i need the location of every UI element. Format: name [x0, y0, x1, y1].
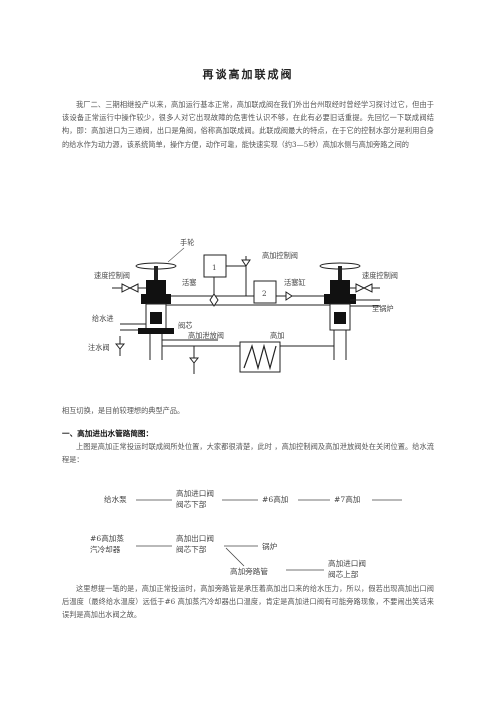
flow-cooler-line1: #6高加蒸	[90, 533, 124, 543]
label-handwheel: 手轮	[180, 238, 194, 247]
flow-cooler-line2: 汽冷却器	[90, 544, 121, 554]
flow-chart: 给水泵 高加进口阀 阀芯下部 #6高加 #7高加 #6高加蒸 汽冷却器 高加出口…	[90, 488, 402, 579]
hp-heater-box	[239, 341, 281, 373]
closing-paragraph: 这里想提一笔的是，高加正常投运时，高加旁路管是承压着高加出口来的给水压力，所以，…	[62, 584, 434, 620]
hp-drain-valve-icon	[188, 357, 200, 364]
flow-inlet-valve-line2: 阀芯下部	[176, 499, 207, 509]
section-heading-1: 一、高加进出水管路简图：	[62, 429, 154, 438]
flow-pump: 给水泵	[104, 494, 127, 504]
flow-intro-paragraph: 上图是高加正常投运时联成阀所处位置，大家都很清楚，此时 ，高加控制阀及高加泄放阀…	[62, 442, 434, 465]
label-piston-cylinder: 活塞缸	[284, 278, 306, 287]
page-title: 再谈高加联成阀	[202, 68, 294, 81]
label-piston: 活塞	[182, 278, 196, 287]
flow-bypass: 高加旁路管	[230, 566, 268, 576]
box-2	[253, 280, 277, 304]
label-hp-control-valve: 高加控制阀	[262, 251, 298, 260]
flow-outlet-valve-line2: 阀芯下部	[176, 544, 207, 554]
label-box-1: 1	[212, 263, 217, 272]
flow-outlet-valve-line1: 高加出口阀	[176, 533, 214, 543]
left-valve	[112, 262, 218, 360]
label-hp-drain-valve: 高加泄放阀	[188, 331, 224, 340]
right-valve	[319, 262, 380, 360]
intro-paragraph: 我厂二、三期相继投产以来，高加运行基本正常，高加联成阀在我们外出台州取经时曾经学…	[62, 100, 434, 149]
label-hp-heater: 高加	[270, 331, 284, 340]
flow-inlet-valve-line1: 高加进口阀	[176, 488, 214, 498]
flow-inlet-upper-line2: 阀芯上部	[328, 569, 359, 579]
label-speed-control-left: 速度控制阀	[94, 271, 130, 280]
after-diagram-paragraph: 相互切换，是目前较理想的典型产品。	[62, 406, 185, 415]
hp-control-valve-icon	[241, 259, 251, 267]
label-valve-core: 阀芯	[178, 321, 192, 330]
label-box-2: 2	[262, 289, 267, 298]
label-speed-control-right: 速度控制阀	[362, 271, 398, 280]
label-feedwater-in: 给水进	[92, 314, 114, 323]
flow-hp7: #7高加	[334, 494, 360, 504]
flow-boiler: 锅炉	[262, 541, 278, 551]
water-fill-valve-icon	[114, 343, 126, 350]
flow-hp6: #6高加	[262, 494, 288, 504]
flow-inlet-upper-line1: 高加进口阀	[328, 558, 366, 568]
label-water-fill-valve: 注水阀	[88, 343, 110, 352]
label-to-boiler: 至锅炉	[372, 304, 394, 313]
